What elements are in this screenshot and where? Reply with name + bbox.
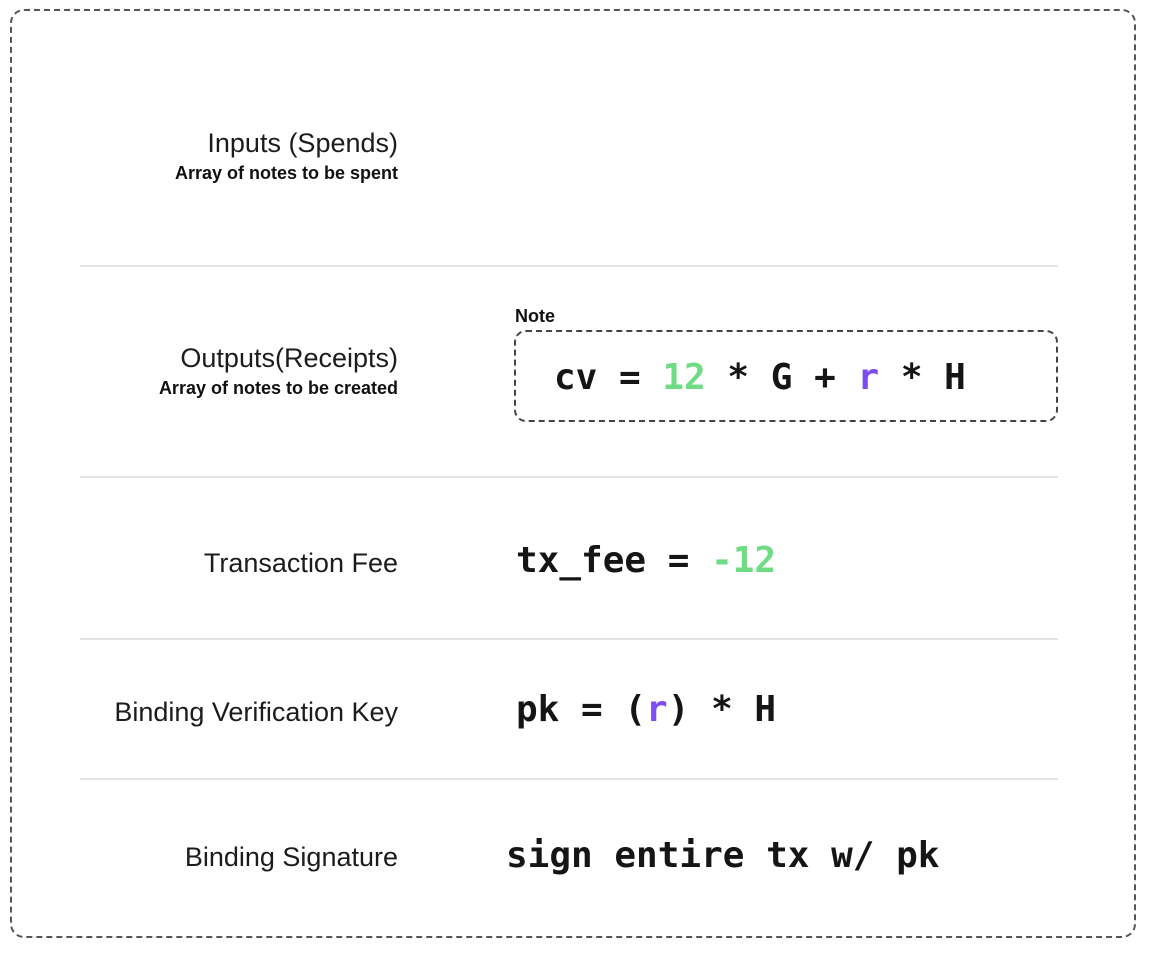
tx-fee-formula: tx_fee = -12: [516, 541, 776, 581]
outputs-label: Outputs(Receipts): [180, 343, 398, 373]
pk-tail: ) * H: [667, 689, 777, 730]
fee-label: Transaction Fee: [203, 548, 398, 578]
fee-lhs: tx_fee =: [516, 540, 712, 581]
pk-lhs: pk = (: [516, 689, 647, 730]
divider-1: [80, 265, 1058, 267]
divider-2: [80, 476, 1058, 478]
bvk-row-label: Binding Verification Key: [114, 697, 398, 727]
sig-label: Binding Signature: [184, 842, 398, 872]
sig-row-label: Binding Signature: [185, 842, 398, 872]
inputs-label: Inputs (Spends): [207, 128, 398, 158]
value-commitment-formula: cv = 12 * G + r * H: [554, 358, 966, 398]
divider-3: [80, 638, 1058, 640]
note-box: [514, 330, 1058, 422]
pk-blinding-factor: r: [646, 689, 668, 730]
cv-value: 12: [662, 357, 706, 398]
pk-formula: pk = (r) * H: [516, 690, 776, 730]
cv-mid: * G +: [705, 357, 858, 398]
cv-lhs: cv =: [554, 357, 663, 398]
outputs-row-label: Outputs(Receipts) Array of notes to be c…: [159, 343, 398, 399]
cv-blinding-factor: r: [857, 357, 880, 398]
bvk-label: Binding Verification Key: [114, 697, 398, 727]
fee-value: -12: [711, 540, 777, 581]
cv-tail: * H: [879, 357, 966, 398]
note-title: Note: [515, 306, 555, 326]
divider-4: [80, 778, 1058, 780]
diagram-frame: [10, 9, 1136, 938]
fee-row-label: Transaction Fee: [204, 548, 398, 578]
outputs-sublabel: Array of notes to be created: [158, 378, 398, 398]
signature-formula: sign entire tx w/ pk: [506, 835, 940, 876]
inputs-sublabel: Array of notes to be spent: [174, 163, 398, 183]
inputs-row-label: Inputs (Spends) Array of notes to be spe…: [175, 128, 398, 184]
